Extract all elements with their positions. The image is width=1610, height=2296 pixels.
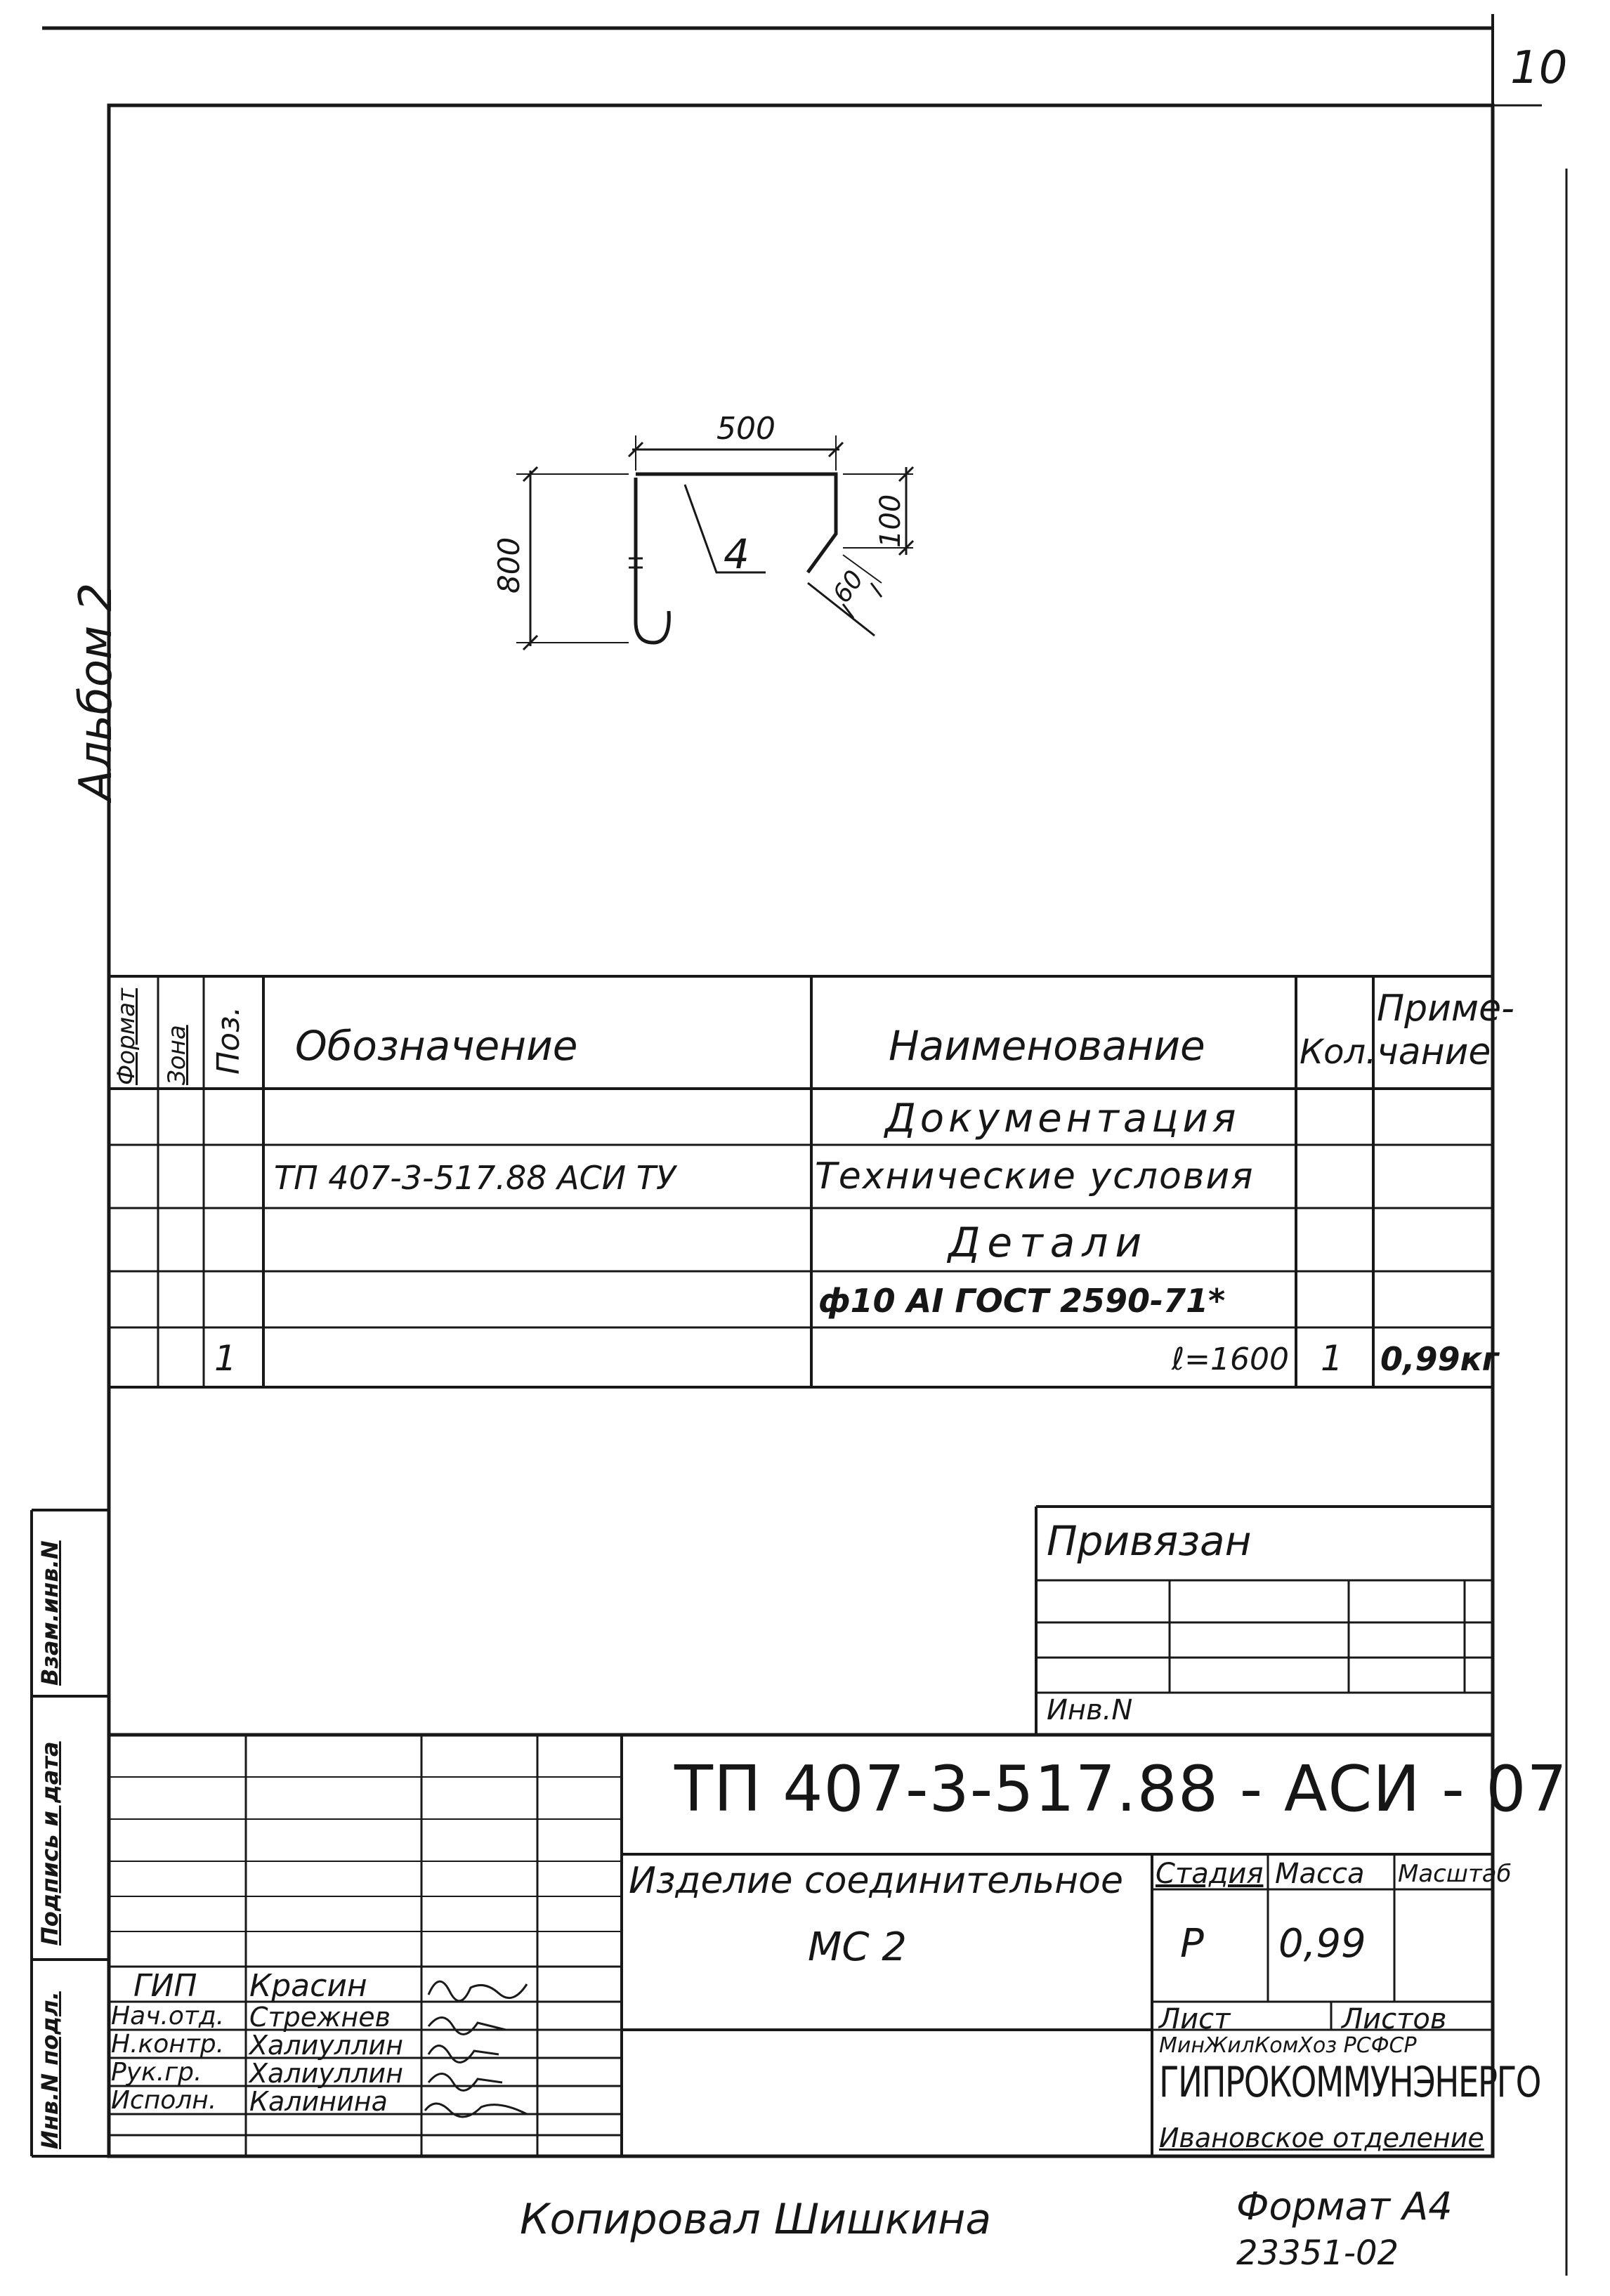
staff-role-ispoln: Исполн.: [111, 2086, 217, 2115]
product-name-line1: Изделие соединительное: [629, 1860, 1123, 1902]
spec-row-2-designation: ТП 407-3-517.88 АСИ ТУ: [274, 1159, 676, 1197]
mass-label: Масса: [1275, 1858, 1365, 1890]
staff-name-rukgr: Халиуллин: [249, 2058, 403, 2089]
spec-row-5-note: 0,99кг: [1380, 1340, 1499, 1378]
scale-label: Масштаб: [1398, 1860, 1512, 1888]
spec-row-5-name: ℓ=1600: [1171, 1341, 1289, 1377]
side-podp-data: Подпись и дата: [37, 1741, 63, 1946]
spec-row-5-pos: 1: [214, 1338, 237, 1379]
binding-title: Привязан: [1047, 1517, 1252, 1565]
album-label: Альбом 2: [70, 582, 122, 801]
dim-800: 800: [492, 537, 526, 593]
staff-role-nach: Нач.отд.: [111, 2002, 225, 2031]
detail-sketch: [516, 435, 915, 651]
staff-role-gip: ГИП: [133, 1968, 197, 2004]
header-note: Приме- чание: [1377, 987, 1514, 1074]
copied-by: Копировал Шишкина: [520, 2195, 992, 2244]
document-code: ТП 407-3-517.88 - АСИ - 07: [674, 1752, 1568, 1826]
sheet-label: Лист: [1159, 2003, 1231, 2035]
staff-role-nkontr: Н.контр.: [111, 2030, 225, 2059]
position-mark: 4: [724, 530, 750, 578]
binding-inv: Инв.N: [1047, 1694, 1133, 1726]
mass-value: 0,99: [1278, 1921, 1366, 1967]
header-qty: Кол.: [1300, 1032, 1377, 1072]
page-number: 10: [1510, 42, 1568, 94]
spec-row-5-qty: 1: [1321, 1338, 1343, 1379]
stage-label: Стадия: [1156, 1858, 1264, 1890]
staff-name-nkontr: Халиуллин: [249, 2030, 403, 2061]
org-line1: МинЖилКомХоз РСФСР: [1159, 2033, 1417, 2058]
dim-500: 500: [716, 411, 775, 447]
header-note-line2: чание: [1377, 1031, 1491, 1073]
staff-name-nach: Стрежнев: [249, 2002, 391, 2033]
header-note-line1: Приме-: [1377, 988, 1514, 1030]
side-vzam: Взам.инв.N: [37, 1540, 63, 1686]
staff-name-ispoln: Калинина: [249, 2086, 388, 2117]
product-name-line2: МС 2: [808, 1924, 907, 1970]
spec-row-3-name: Детали: [948, 1219, 1149, 1266]
header-format: Формат: [112, 988, 140, 1085]
header-pos: Поз.: [211, 1006, 247, 1075]
header-zone: Зона: [163, 1025, 191, 1085]
header-designation: Обозначение: [295, 1022, 578, 1070]
spec-row-4-name: ф10 AI ГОСТ 2590-71*: [818, 1282, 1226, 1320]
dim-100: 100: [875, 494, 907, 548]
sheets-label: Листов: [1342, 2003, 1447, 2035]
footer-number: 23351-02: [1236, 2233, 1399, 2273]
signatures: [424, 1980, 528, 2118]
spec-row-2-name: Технические условия: [815, 1155, 1255, 1198]
spec-row-1-name: Документация: [885, 1096, 1241, 1141]
staff-role-rukgr: Рук.гр.: [111, 2058, 202, 2087]
staff-name-gip: Красин: [249, 1968, 367, 2004]
stage-value: Р: [1180, 1921, 1204, 1967]
header-name: Наименование: [889, 1022, 1205, 1070]
footer-format: Формат А4: [1236, 2184, 1453, 2229]
org-line2: ГИПРОКОММУНЭНЕРГО: [1159, 2058, 1541, 2107]
side-inv-podl: Инв.N подл.: [37, 1991, 63, 2149]
org-line3: Ивановское отделение: [1159, 2123, 1484, 2153]
